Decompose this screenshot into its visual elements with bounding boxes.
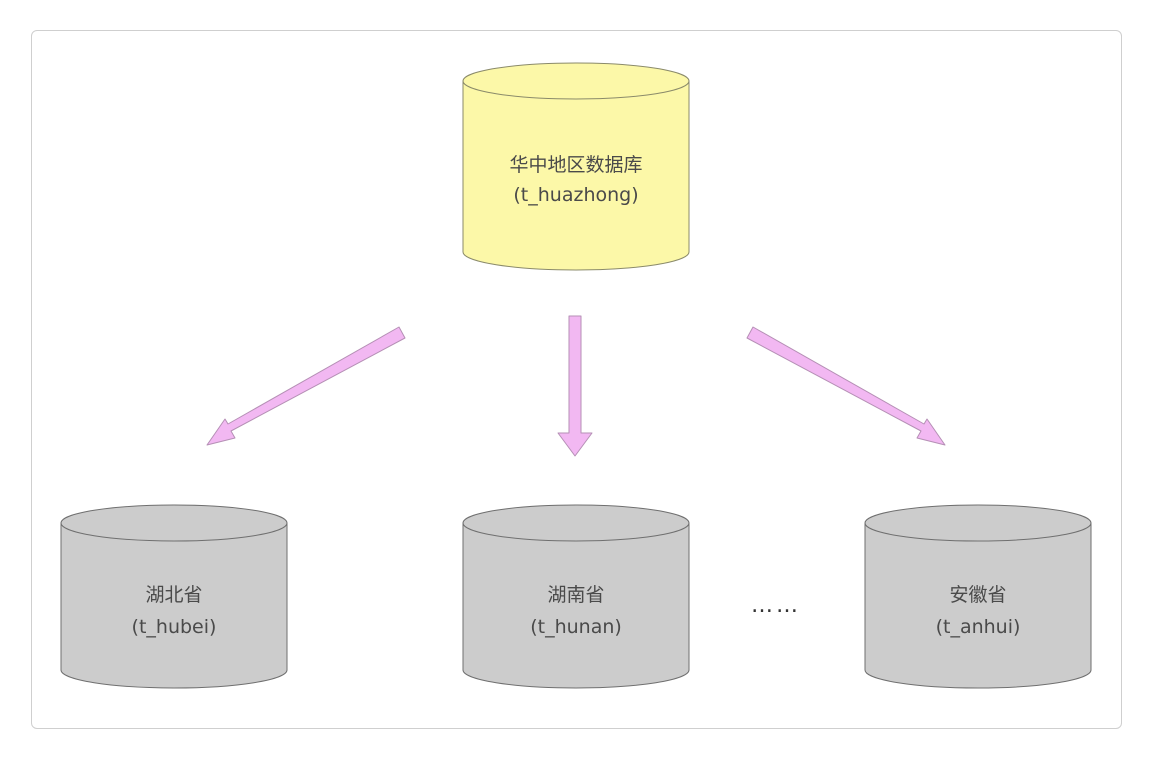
arrow-to-anhui <box>746 326 946 446</box>
anhui-database-body <box>864 523 1092 689</box>
hubei-database-body <box>60 523 288 689</box>
central-database-body <box>462 81 690 271</box>
arrow-to-hunan <box>557 315 593 457</box>
hunan-database-top <box>462 504 690 542</box>
central-database-name: 华中地区数据库 <box>509 154 642 176</box>
arrow-to-hubei <box>206 326 406 446</box>
province-database-hubei: 湖北省 (t_hubei) <box>60 504 288 689</box>
central-database-top <box>462 62 690 100</box>
hubei-database-table: (t_hubei) <box>132 616 217 638</box>
anhui-database-table: (t_anhui) <box>936 616 1021 638</box>
central-database: 华中地区数据库 (t_huazhong) <box>462 62 690 271</box>
province-database-anhui: 安徽省 (t_anhui) <box>864 504 1092 689</box>
anhui-database-name: 安徽省 <box>949 584 1006 606</box>
hunan-database-table: (t_hunan) <box>530 616 622 638</box>
hubei-database-name: 湖北省 <box>145 584 202 606</box>
anhui-database-top <box>864 504 1092 542</box>
hubei-database-top <box>60 504 288 542</box>
central-database-table: (t_huazhong) <box>513 184 638 206</box>
hunan-database-name: 湖南省 <box>547 584 604 606</box>
province-database-hunan: 湖南省 (t_hunan) <box>462 504 690 689</box>
more-provinces-ellipsis: …… <box>751 593 801 618</box>
hunan-database-body <box>462 523 690 689</box>
